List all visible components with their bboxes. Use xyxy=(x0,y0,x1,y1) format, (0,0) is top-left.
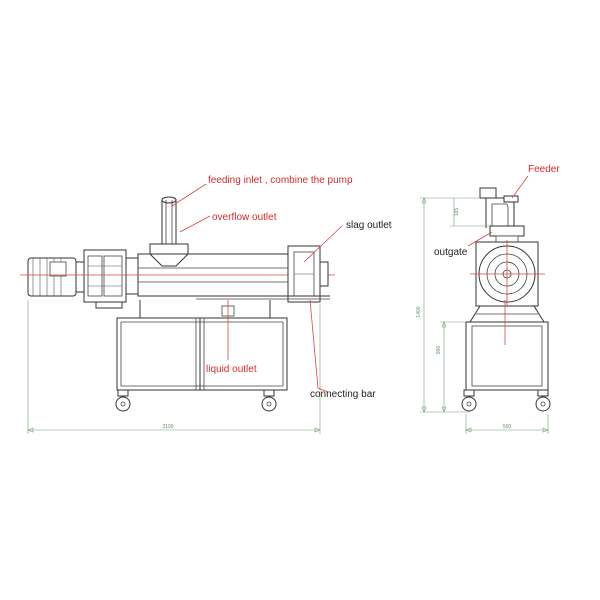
barrel xyxy=(470,240,545,360)
motor xyxy=(27,257,85,297)
frame-stand xyxy=(116,300,288,391)
overflow-outlet-label: overflow outlet xyxy=(212,212,277,223)
front-frame xyxy=(465,300,549,391)
total-height-dim: 1400 xyxy=(416,306,422,317)
slag-outlet-label: slag outlet xyxy=(346,220,392,231)
screw-body xyxy=(20,253,335,297)
outgate-leader xyxy=(467,231,493,247)
base-width-dim: 500 xyxy=(503,424,512,430)
feeder-leader xyxy=(511,175,529,199)
height-dimensions: 1400 900 165 xyxy=(416,197,490,413)
feeder-label: Feeder xyxy=(528,164,560,175)
stand-height-dim: 900 xyxy=(436,346,442,355)
slag-outlet-housing xyxy=(287,245,329,303)
side-leaders xyxy=(171,183,343,393)
front-wheels xyxy=(461,389,551,412)
total-length-dim: 2100 xyxy=(162,424,173,430)
length-dimension: 2100 xyxy=(27,300,321,434)
side-view: 2100 feeding inlet , combine the pump ov… xyxy=(20,175,392,434)
side-wheels xyxy=(115,389,277,412)
connecting-bar-label: connecting bar xyxy=(310,389,376,400)
outgate-flange xyxy=(489,225,525,237)
width-dimension: 500 xyxy=(465,414,549,434)
overflow-outlet xyxy=(149,243,189,267)
feeding-inlet-pipe xyxy=(161,196,177,245)
gearbox xyxy=(83,249,139,309)
feeding-inlet-label: feeding inlet , combine the pump xyxy=(208,175,353,186)
front-view: 1400 900 165 500 Feeder outgate xyxy=(416,164,560,434)
outgate-label: outgate xyxy=(434,247,468,258)
feeder-pipe xyxy=(479,187,519,230)
liquid-outlet-label: liquid outlet xyxy=(206,364,257,375)
feeder-height-dim: 165 xyxy=(454,208,460,217)
